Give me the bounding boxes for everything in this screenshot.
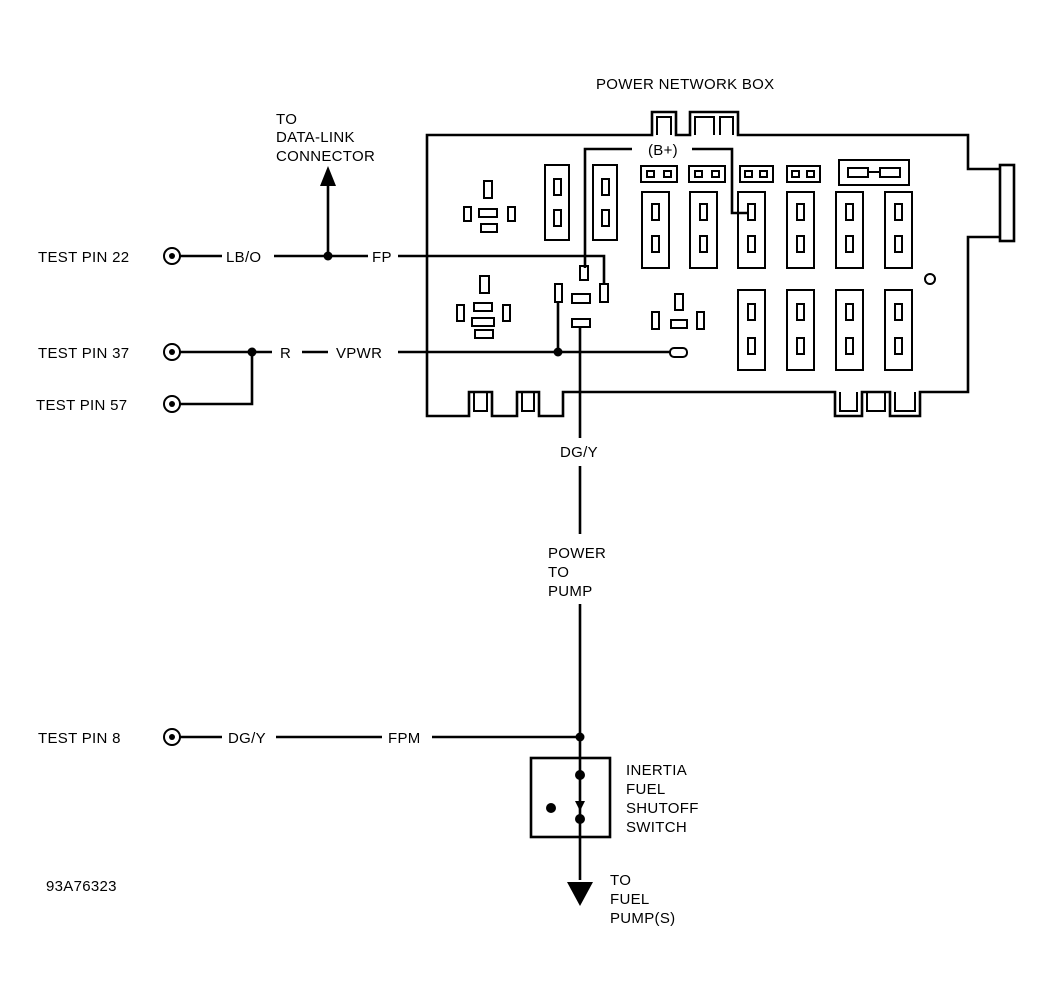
fuel-pump-label: PUMP(S) xyxy=(610,910,675,927)
data-link-label: CONNECTOR xyxy=(276,148,375,165)
box-bottom-tab xyxy=(866,392,886,412)
wire-fp-label: FP xyxy=(372,249,392,266)
data-link-arrow xyxy=(320,166,336,186)
switch-contact xyxy=(575,770,585,780)
data-link-label: TO xyxy=(276,111,297,128)
switch-weight xyxy=(546,803,556,813)
bplus-label: (B+) xyxy=(648,142,678,159)
wire-lb-o-label: LB/O xyxy=(226,249,261,266)
test-pin-22-terminal xyxy=(163,247,181,265)
fuse-block-row-1 xyxy=(544,164,913,269)
wire-dg-y-pin8-label: DG/Y xyxy=(228,730,266,747)
relay-socket-lower-left xyxy=(456,275,511,339)
power-to-pump-label: PUMP xyxy=(548,583,593,600)
box-bottom-tab xyxy=(473,392,488,412)
wire-r-label: R xyxy=(280,345,291,362)
fp-terminal xyxy=(599,283,609,303)
inertia-switch-label: SHUTOFF xyxy=(626,800,699,817)
wire-dg-y-label: DG/Y xyxy=(560,444,598,461)
switch-blade xyxy=(575,801,585,811)
test-pin-57-terminal xyxy=(163,395,181,413)
relay-socket-center xyxy=(554,265,591,328)
inertia-switch-box xyxy=(529,756,612,839)
wire-fp xyxy=(398,254,606,284)
test-pin-8-label: TEST PIN 8 xyxy=(38,730,121,747)
relay-socket-upper-left xyxy=(463,180,516,233)
test-pin-37-label: TEST PIN 37 xyxy=(38,345,129,362)
test-pin-37-terminal xyxy=(163,343,181,361)
inertia-switch-label: INERTIA xyxy=(626,762,687,779)
figure-id: 93A76323 xyxy=(46,878,117,895)
mini-fuses-top xyxy=(640,159,910,186)
test-pin-57-label: TEST PIN 57 xyxy=(36,397,127,414)
power-to-pump-label: TO xyxy=(548,564,569,581)
wire-vpwr-label: VPWR xyxy=(336,345,382,362)
box-title: POWER NETWORK BOX xyxy=(596,76,774,93)
box-top-tab xyxy=(656,116,672,135)
fuel-pump-label: TO xyxy=(610,872,631,889)
power-to-pump-label: POWER xyxy=(548,545,606,562)
bplus-wire xyxy=(583,147,632,268)
wire-pin57 xyxy=(180,352,254,406)
test-pin-8-terminal xyxy=(163,728,181,746)
relay-socket-center-right xyxy=(651,293,705,330)
fuse-block-row-2 xyxy=(737,289,913,371)
fuel-pump-label: FUEL xyxy=(610,891,650,908)
inertia-switch-label: SWITCH xyxy=(626,819,687,836)
vpwr-terminal xyxy=(669,347,688,358)
wire-fpm-label: FPM xyxy=(388,730,421,747)
box-top-tab xyxy=(719,116,734,135)
bplus-wire-right xyxy=(692,147,748,215)
box-bottom-tab xyxy=(894,392,916,412)
box-bottom-tab xyxy=(839,392,858,412)
inertia-switch-label: FUEL xyxy=(626,781,666,798)
fuel-pump-arrow xyxy=(567,882,593,906)
box-top-tab xyxy=(694,116,715,135)
power-network-box-outline xyxy=(425,110,1006,418)
switch-contact xyxy=(575,814,585,824)
box-side-connector xyxy=(998,163,1016,243)
box-bottom-tab xyxy=(521,392,535,412)
mounting-hole xyxy=(924,273,936,285)
data-link-label: DATA-LINK xyxy=(276,129,355,146)
test-pin-22-label: TEST PIN 22 xyxy=(38,249,129,266)
